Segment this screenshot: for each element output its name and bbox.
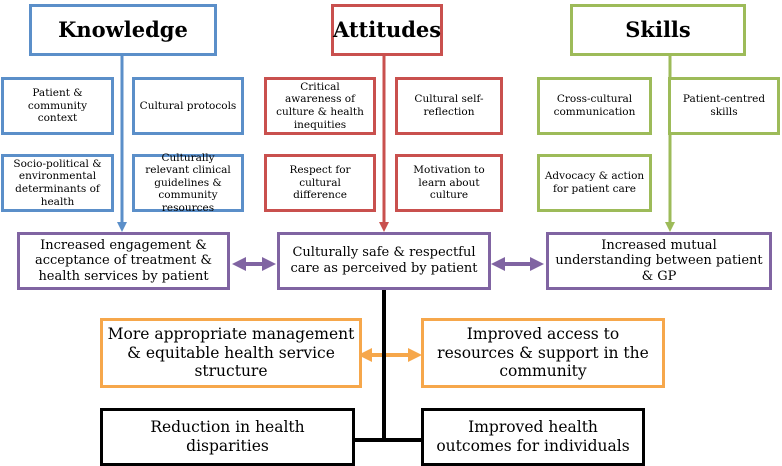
attitudes-header: Attitudes [331, 4, 443, 56]
attitude-item-self-reflection: Cultural self-reflection [395, 77, 503, 135]
system-management: More appropriate management & equitable … [100, 318, 362, 388]
skill-item-advocacy: Advocacy & action for patient care [537, 154, 652, 212]
knowledge-item-patient-context: Patient & community context [1, 77, 114, 135]
final-improved-outcomes: Improved health outcomes for individuals [421, 408, 645, 466]
attitude-item-respect: Respect for cultural difference [264, 154, 376, 212]
skills-header: Skills [570, 4, 746, 56]
attitude-item-motivation: Motivation to learn about culture [395, 154, 503, 212]
skill-item-cross-cultural: Cross-cultural communication [537, 77, 652, 135]
system-access-resources: Improved access to resources & support i… [421, 318, 665, 388]
knowledge-header: Knowledge [29, 4, 217, 56]
outcome-mutual-understanding: Increased mutual understanding between p… [546, 232, 772, 290]
knowledge-item-cultural-protocols: Cultural protocols [132, 77, 244, 135]
outcome-culturally-safe-care: Culturally safe & respectful care as per… [277, 232, 491, 290]
knowledge-item-guidelines: Culturally relevant clinical guidelines … [132, 152, 244, 214]
final-reduction-disparities: Reduction in health disparities [100, 408, 355, 466]
knowledge-item-determinants: Socio-political & environmental determin… [1, 154, 114, 212]
attitude-item-critical-awareness: Critical awareness of culture & health i… [264, 77, 376, 135]
outcome-patient-engagement: Increased engagement & acceptance of tre… [17, 232, 230, 290]
skill-item-patient-centred: Patient-centred skills [668, 77, 780, 135]
